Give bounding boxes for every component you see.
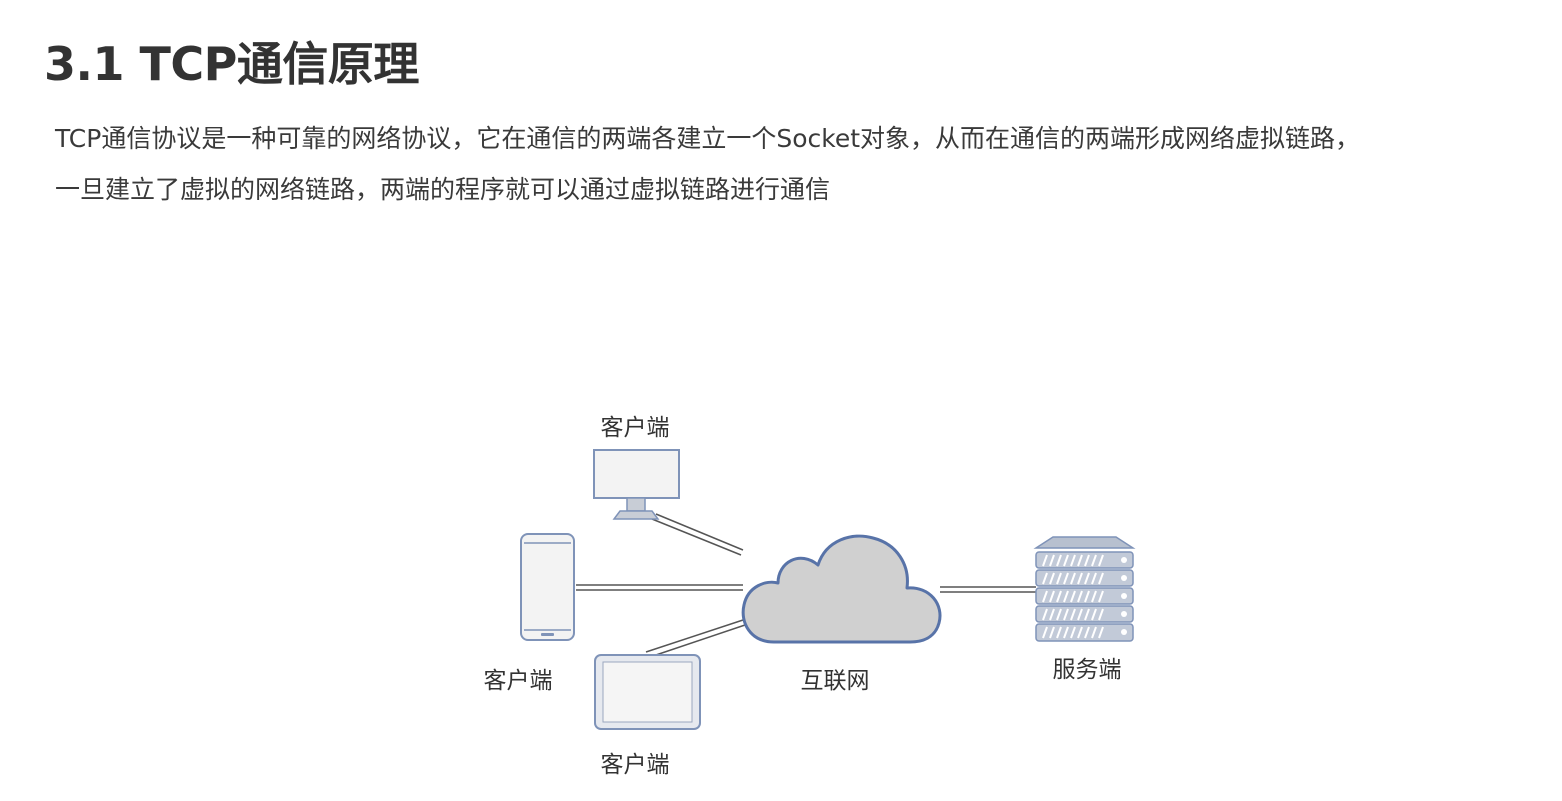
server-unit-1: [1035, 551, 1134, 569]
link-internet-to-server: [940, 586, 1036, 593]
desktop-monitor-icon: [593, 449, 680, 520]
server-rack-icon: [1033, 536, 1136, 642]
link-desktop-to-internet: [651, 513, 744, 556]
cloud-icon: [741, 534, 942, 644]
description-line-2: 一旦建立了虚拟的网络链路，两端的程序就可以通过虚拟链路进行通信: [55, 175, 831, 204]
server-unit-4: [1035, 605, 1134, 623]
description-paragraph: TCP通信协议是一种可靠的网络协议，它在通信的两端各建立一个Socket对象，从…: [55, 113, 1535, 215]
server-unit-5: [1035, 623, 1134, 642]
server-label: 服务端: [1053, 657, 1122, 683]
server-unit-3: [1035, 587, 1134, 605]
server-unit-2: [1035, 569, 1134, 587]
description-line-1: TCP通信协议是一种可靠的网络协议，它在通信的两端各建立一个Socket对象，从…: [55, 124, 1361, 153]
client-left-label: 客户端: [484, 668, 553, 694]
page-title: 3.1 TCP通信原理: [44, 37, 419, 91]
link-tablet-to-internet: [645, 619, 746, 658]
internet-label: 互联网: [801, 668, 870, 694]
link-phone-to-internet: [576, 584, 743, 591]
client-top-label: 客户端: [601, 415, 670, 441]
mobile-phone-icon: [520, 533, 575, 641]
tablet-icon: [594, 654, 701, 730]
client-bottom-label: 客户端: [601, 752, 670, 778]
